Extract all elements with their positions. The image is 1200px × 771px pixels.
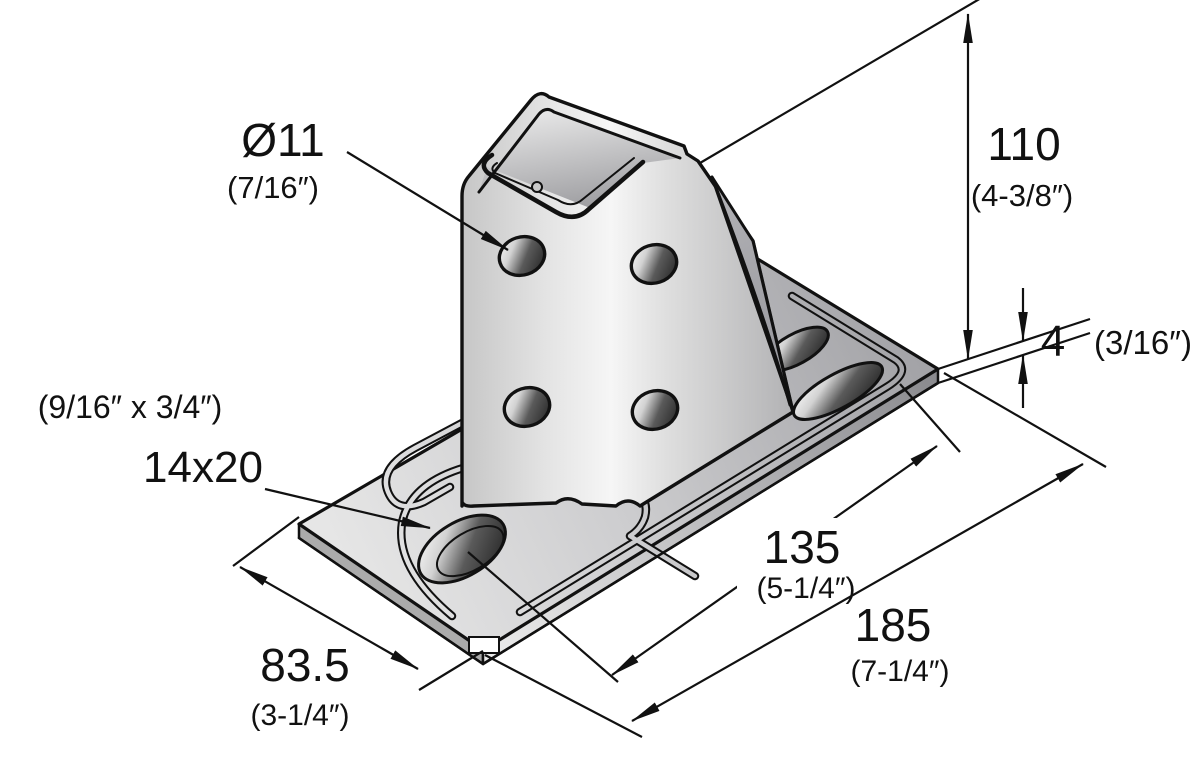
upright-channel xyxy=(460,91,795,508)
plate-width-metric: 83.5 xyxy=(260,639,350,691)
slot-to-end-metric: 135 xyxy=(764,521,841,573)
dimension-plate-width: 83.5 (3-1/4″) xyxy=(232,516,484,732)
plate-length-imperial: (7-1/4″) xyxy=(851,655,950,688)
weld-dot-detail xyxy=(531,181,543,193)
bolt-hole-bottom-left xyxy=(502,385,552,429)
plate-thickness-imperial: (3/16″) xyxy=(1094,324,1192,361)
dimension-upright-height: 110 (4-3/8″) xyxy=(699,0,1073,360)
upright-height-metric: 110 xyxy=(987,118,1060,170)
bolt-hole-top-left xyxy=(497,234,547,278)
bolt-holes xyxy=(497,234,680,432)
plate-length-metric: 185 xyxy=(855,599,932,651)
slot-size-imperial: (9/16″ x 3/4″) xyxy=(38,389,223,425)
dimension-slot-size: (9/16″ x 3/4″) 14x20 xyxy=(38,389,431,530)
dimension-hole-diameter: Ø11 (7/16″) xyxy=(227,114,509,251)
plate-slot-front xyxy=(791,361,885,421)
slot-to-end-imperial: (5-1/4″) xyxy=(757,572,856,605)
gusset-fold-line xyxy=(710,175,792,407)
hole-diameter-metric: Ø11 xyxy=(241,114,325,166)
upright-height-imperial: (4-3/8″) xyxy=(971,178,1073,213)
dimension-plate-thickness: 4 (3/16″) xyxy=(937,288,1192,408)
channel-top-opening xyxy=(477,107,682,219)
plate-corner-notch xyxy=(468,636,500,654)
plate-width-imperial: (3-1/4″) xyxy=(251,699,350,732)
slot-size-metric: 14x20 xyxy=(143,443,263,492)
dimension-plate-length: 185 (7-1/4″) xyxy=(484,372,1107,738)
channel-gusset xyxy=(710,175,795,414)
bolt-hole-top-right xyxy=(629,242,679,286)
bolt-hole-bottom-right xyxy=(630,388,680,432)
hole-diameter-imperial: (7/16″) xyxy=(227,170,319,205)
plate-thickness-metric: 4 xyxy=(1041,317,1065,366)
